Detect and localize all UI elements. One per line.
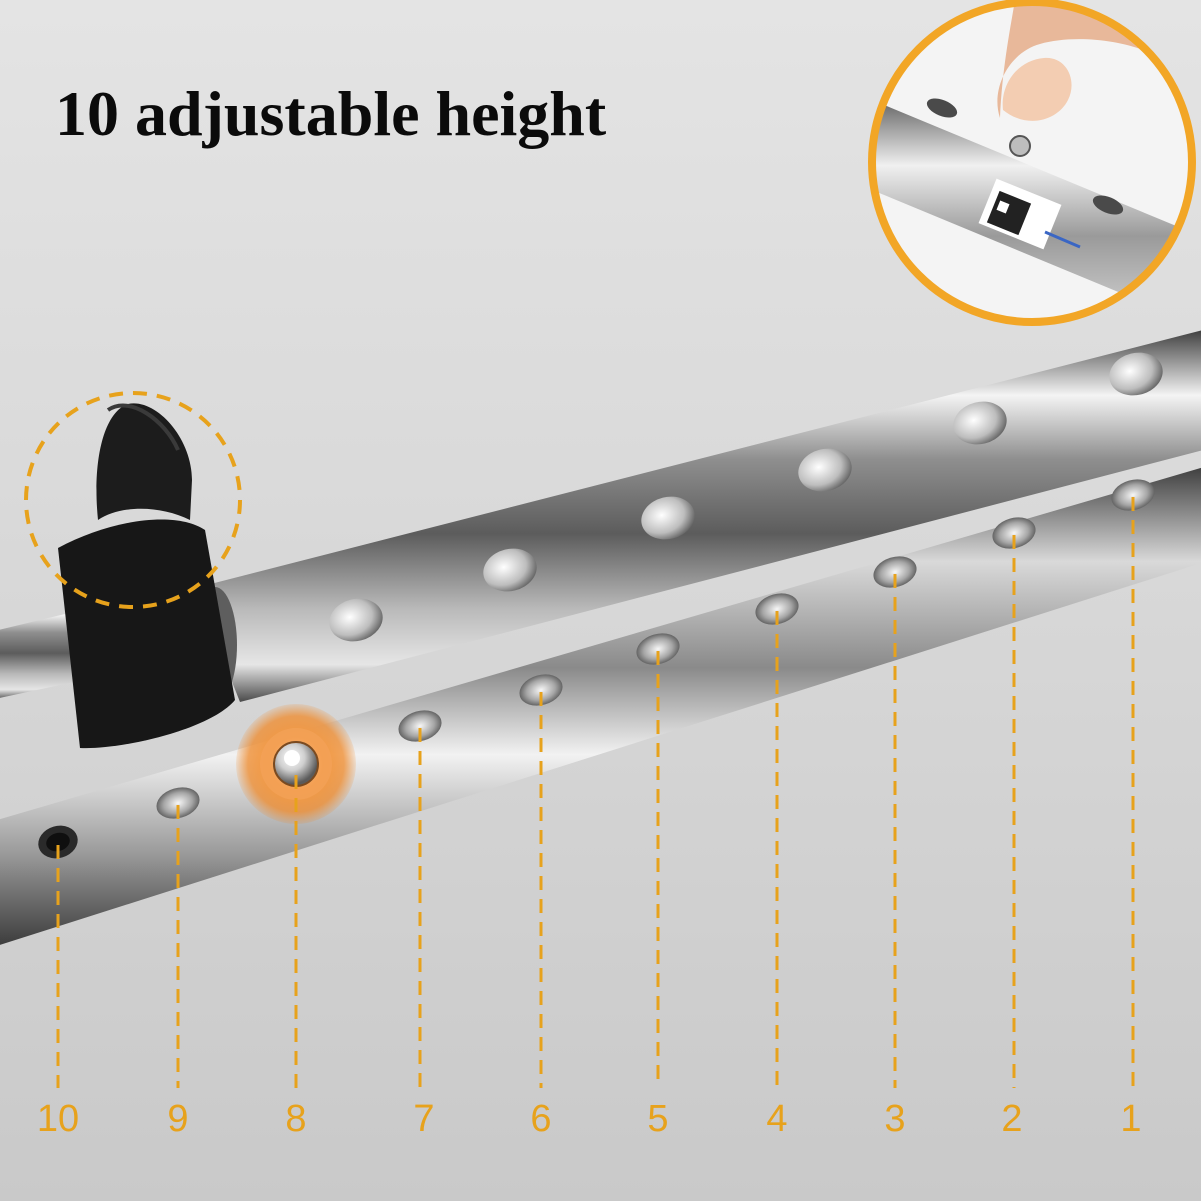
upper-tube-dimples (329, 352, 1163, 642)
position-label-8: 8 (285, 1098, 307, 1140)
position-label-7: 7 (413, 1098, 435, 1140)
height-adjustment-clip-icon (24, 391, 242, 749)
finger-press-inset-icon (868, 0, 1196, 326)
lower-tube (0, 467, 1201, 945)
position-label-10: 10 (36, 1098, 80, 1140)
position-label-2: 2 (1001, 1098, 1023, 1140)
push-button-pin-icon (236, 704, 356, 824)
headline: 10 adjustable height (55, 78, 607, 149)
position-label-4: 4 (766, 1098, 788, 1140)
position-label-9: 9 (167, 1098, 189, 1140)
position-guide-lines (56, 497, 1135, 1088)
position-label-5: 5 (647, 1098, 669, 1140)
position-label-1: 1 (1120, 1098, 1142, 1140)
position-label-3: 3 (884, 1098, 906, 1140)
position-label-6: 6 (530, 1098, 552, 1140)
lower-tube-holes (38, 479, 1155, 859)
